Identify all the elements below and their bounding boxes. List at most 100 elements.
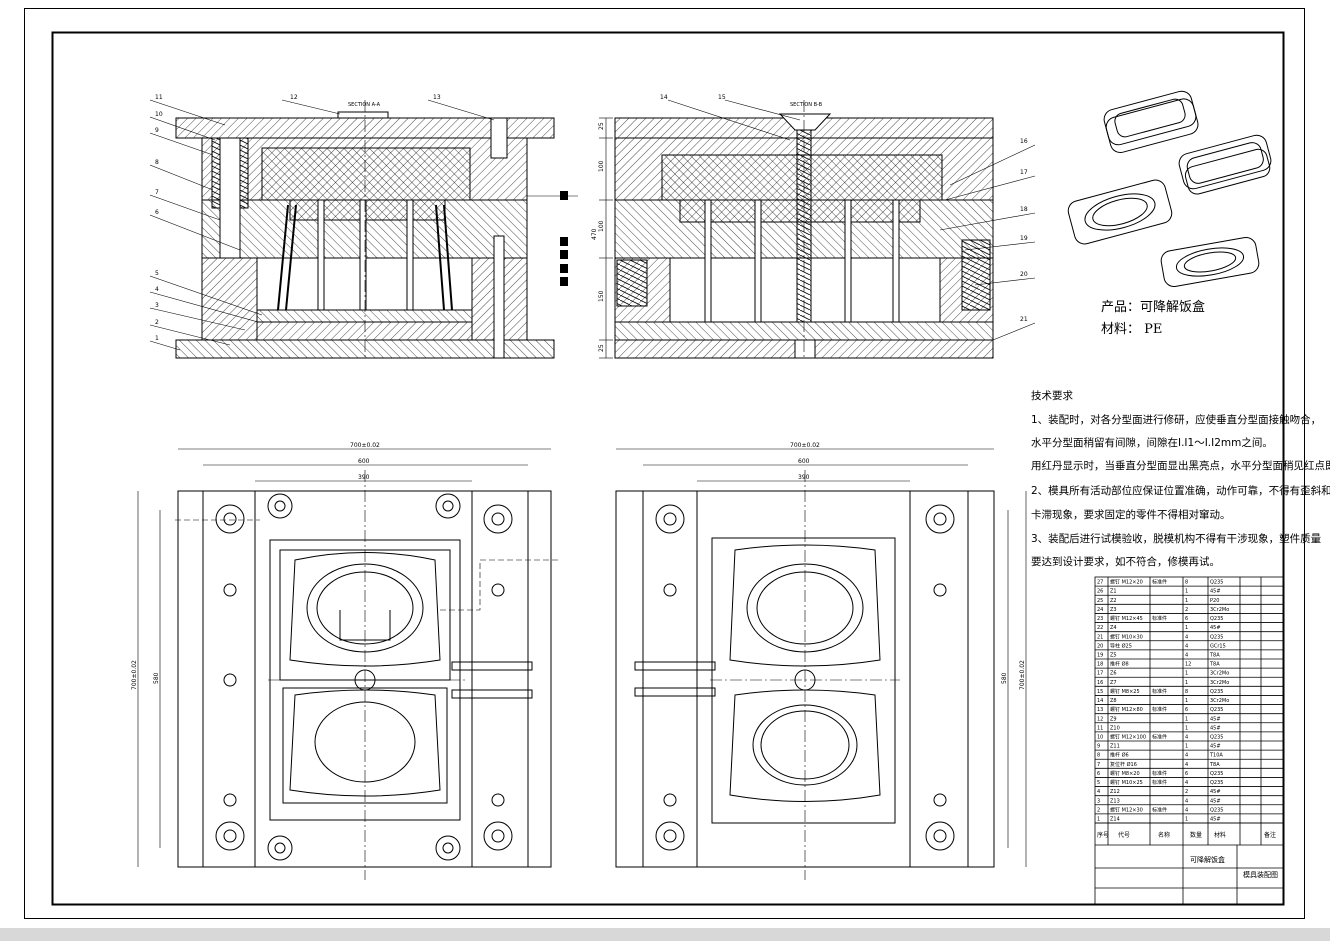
bom-cell: 4 [1185,762,1188,768]
section-a-a-title: SECTION A-A [348,102,381,108]
bom-cell: 推杆 Ø8 [1110,661,1129,668]
bom-cell: 螺钉 M8×25 [1110,688,1140,695]
bom-cell: 标准件 [1152,688,1167,695]
bom-cell: 标准件 [1152,806,1167,813]
product-view-1 [1103,90,1199,154]
plan-left-dims: 700±0.02 600 390 700±0.02 580 [131,442,380,690]
balloon-13: 13 [433,94,441,101]
dim-center-right: 390 [798,474,810,481]
balloon-17: 17 [1020,169,1028,176]
balloon-8: 8 [155,159,159,166]
bom-cell: Z9 [1110,716,1117,722]
bom-cell: 导柱 Ø25 [1110,642,1132,649]
requirement-line-2: 水平分型面稍留有间隙，间隙在I.I1～I.I2mm之间。 [1031,437,1273,449]
bom-cell: 45# [1210,817,1221,823]
requirement-line-5: 卡滞现象，要求固定的零件不得相对窜动。 [1031,509,1231,521]
requirements-title: 技术要求 [1031,390,1073,402]
bom-cell: 1 [1185,817,1188,823]
bom-cell: 27 [1097,580,1103,586]
bom-cell: 6 [1097,771,1100,777]
bom-cell: 24 [1097,607,1103,613]
balloon-14: 14 [660,94,668,101]
bom-cell: 2 [1185,607,1188,613]
section-b-b-view [599,100,994,360]
balloon-18: 18 [1020,206,1028,213]
section-a-a-view [175,100,555,360]
balloon-19: 19 [1020,235,1028,242]
bom-cell: 22 [1097,625,1103,631]
bom-cell: Z1 [1110,589,1117,595]
bom-cell: T8A [1209,662,1220,668]
bom-cell: 螺钉 M12×30 [1110,806,1143,813]
bom-cell: 1 [1185,598,1188,604]
bom-header-no: 序号 [1097,831,1109,839]
balloon-4: 4 [155,286,159,293]
bom-cell: 12 [1097,716,1103,722]
requirement-line-7: 要达到设计要求，如不符合，修模再试。 [1031,556,1220,568]
bom-cell: 9 [1097,744,1100,750]
bom-cell: 4 [1185,634,1188,640]
bom-header-material: 材料 [1214,831,1226,839]
bom-cell: 45# [1210,589,1221,595]
bom-cell: Z5 [1110,653,1117,659]
balloon-6: 6 [155,209,159,216]
bom-cell: 19 [1097,653,1103,659]
dim-h1: 25 [598,122,605,130]
requirement-line-3: 用红丹显示时，当垂直分型面显出黑亮点，水平分型面稍见红点即可。 [1031,460,1330,472]
bom-cell: 标准件 [1152,706,1167,713]
bom-cell: 26 [1097,589,1103,595]
bom-cell: 4 [1185,798,1188,804]
balloon-7: 7 [155,189,159,196]
section-b-b-title: SECTION B-B [790,102,823,108]
bom-cell: Z7 [1110,680,1117,686]
dim-center-left: 390 [358,474,370,481]
balloon-21: 21 [1020,316,1028,323]
balloon-3: 3 [155,302,159,309]
product-label: 产品：可降解饭盒 [1101,300,1206,315]
bom-cell: 螺钉 M8×20 [1110,770,1140,777]
bom-cell: 11 [1097,725,1103,731]
bom-cell: 16 [1097,680,1103,686]
bom-cell: Z12 [1110,789,1120,795]
dim-h4: 150 [598,290,605,302]
bom-cell: 45# [1210,789,1221,795]
bom-cell: 3Cr2Mo [1210,680,1229,686]
product-view-3 [1067,179,1173,245]
bom-cell: 1 [1185,589,1188,595]
bom-table [1094,576,1284,905]
bom-cell: T8A [1209,762,1220,768]
bom-cell: Z11 [1110,744,1120,750]
bom-header: 序号 代号 名称 数量 材料 备注 [1097,831,1276,839]
bom-cell: 25 [1097,598,1103,604]
bom-header-name: 名称 [1158,831,1170,839]
bom-header-remark: 备注 [1264,831,1276,839]
section-b-b-dims: 25 100 470 100 150 25 [591,122,605,352]
dim-side-inner-left: 580 [153,672,160,684]
dim-side-inner-right: 580 [1001,672,1008,684]
material-label: 材料： PE [1101,322,1163,337]
bom-cell: 45# [1210,798,1221,804]
balloon-20: 20 [1020,271,1028,278]
dim-h3: 100 [598,220,605,232]
dim-h5: 25 [598,344,605,352]
bom-cell: Q235 [1210,807,1223,813]
bom-cell: Z4 [1110,625,1117,631]
bom-cell: Q235 [1210,616,1223,622]
part-name: 可降解饭盒 [1190,855,1225,864]
balloon-9: 9 [155,127,159,134]
leaders-right [667,99,1036,341]
bom-cell: Z2 [1110,598,1117,604]
bom-cell: 8 [1185,580,1188,586]
bom-cell: Q235 [1210,771,1223,777]
dim-inner-right: 600 [798,458,810,465]
bom-cell: P20 [1210,598,1219,604]
bom-cell: 2 [1097,807,1100,813]
balloon-labels-left: 11 10 9 8 7 6 5 4 3 2 1 12 13 [155,94,441,342]
bom-cell: 17 [1097,671,1103,677]
bom-cell: Q235 [1210,780,1223,786]
bom-cell: Z8 [1110,698,1117,704]
dim-inner-left: 600 [358,458,370,465]
bom-cell: 45# [1210,744,1221,750]
bom-cell: 4 [1185,753,1188,759]
bom-cell: 4 [1185,780,1188,786]
